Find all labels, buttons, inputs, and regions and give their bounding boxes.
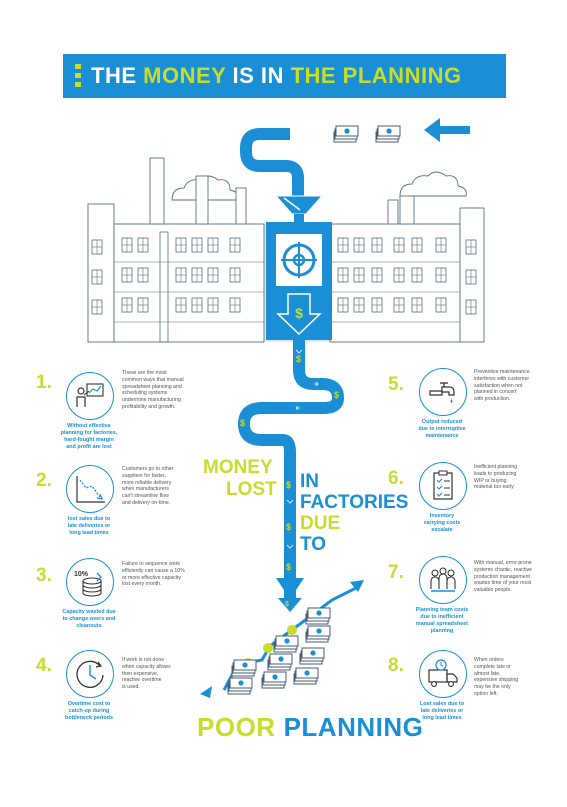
point-6-caption: Inventory carrying costs escalate: [423, 513, 461, 533]
poor-word: POOR: [197, 712, 276, 742]
planning-word: PLANNING: [283, 712, 424, 742]
svg-text:$: $: [296, 354, 301, 364]
point-8-number: 8.: [388, 655, 404, 676]
point-3-number: 3.: [36, 565, 52, 586]
svg-text:$: $: [285, 601, 289, 608]
svg-text:$: $: [286, 562, 291, 572]
point-4-caption: Overtime cost to catch-up during bottlen…: [65, 701, 113, 721]
point-7-text: With manual, error-prone systems chaotic…: [474, 560, 532, 594]
svg-text:$: $: [286, 522, 291, 532]
point-6-number: 6.: [388, 468, 404, 489]
dollar-sign-icon: $: [295, 305, 303, 321]
left-arrow-icon: [424, 118, 470, 142]
title-part-2: MONEY: [143, 63, 226, 88]
in-word: IN: [300, 471, 319, 492]
coin-stack-icon: 10%: [66, 558, 114, 606]
point-4-text: If work is not done when capacity allows…: [122, 657, 171, 691]
clock-icon: [66, 650, 114, 698]
ten-percent-label: 10%: [74, 571, 89, 578]
banner-bars-icon: [75, 64, 81, 88]
winding-pipe: [237, 340, 345, 580]
point-6-text: Inefficient planning leads to producing …: [474, 464, 518, 491]
checklist-icon: [419, 462, 467, 510]
point-1-caption: Without effective planning for factories…: [60, 423, 118, 450]
point-8-text: When orders complete late or almost late…: [474, 657, 519, 697]
point-2-text: Customers go to other suppliers for fast…: [122, 466, 174, 506]
presenter-chart-icon: [66, 372, 114, 420]
svg-text:$: $: [334, 390, 339, 400]
point-1-number: 1.: [36, 372, 52, 393]
point-5-text: Preventive maintenance interferes with c…: [474, 369, 530, 403]
point-3-text: Failure to sequence work efficiently can…: [122, 561, 185, 588]
faucet-icon: [419, 368, 467, 416]
top-pipe: [240, 128, 304, 196]
point-4-number: 4.: [36, 655, 52, 676]
delivery-truck-icon: [419, 650, 467, 698]
declining-chart-icon: [66, 465, 114, 513]
point-5-number: 5.: [388, 374, 404, 395]
point-8-caption: Lost sales due to late deliveries or lon…: [419, 701, 465, 721]
right-building-icon: [329, 195, 485, 343]
point-5-caption: Output reduced due to interruptive maint…: [418, 419, 466, 439]
factories-word: FACTORIES: [300, 492, 409, 513]
svg-text:$: $: [240, 418, 245, 428]
title-part-1: THE: [91, 63, 137, 88]
lost-word: LOST: [226, 479, 277, 500]
point-7-caption: Planning team costs due to inefficient m…: [415, 607, 469, 634]
title-banner: THE MONEY IS IN THE PLANNING: [63, 54, 506, 98]
cash-stack-icon: [333, 125, 359, 143]
team-icon: [419, 556, 467, 604]
funnel-icon: [274, 195, 324, 215]
money-word: MONEY: [203, 457, 273, 478]
to-word: TO: [300, 534, 327, 555]
cash-stack-icon: [375, 125, 401, 143]
pipe-dollar-icons: $ $ $ $ $ $: [240, 354, 339, 572]
page-title: THE MONEY IS IN THE PLANNING: [91, 54, 500, 98]
point-2-caption: lost sales due to late deliveries or lon…: [67, 516, 111, 536]
point-3-caption: Capacity wasted due to change-overs and …: [62, 609, 116, 629]
due-word: DUE: [300, 513, 341, 534]
point-1-text: These are the most common ways that manu…: [122, 370, 184, 410]
point-7-number: 7.: [388, 562, 404, 583]
title-part-3: IS IN: [232, 63, 284, 88]
svg-text:$: $: [286, 480, 291, 490]
title-part-4: THE PLANNING: [290, 63, 462, 88]
bottom-arrow-icon: [278, 590, 302, 612]
down-arrow-icon: [276, 293, 322, 336]
point-2-number: 2.: [36, 470, 52, 491]
left-building-icon: [87, 157, 265, 343]
